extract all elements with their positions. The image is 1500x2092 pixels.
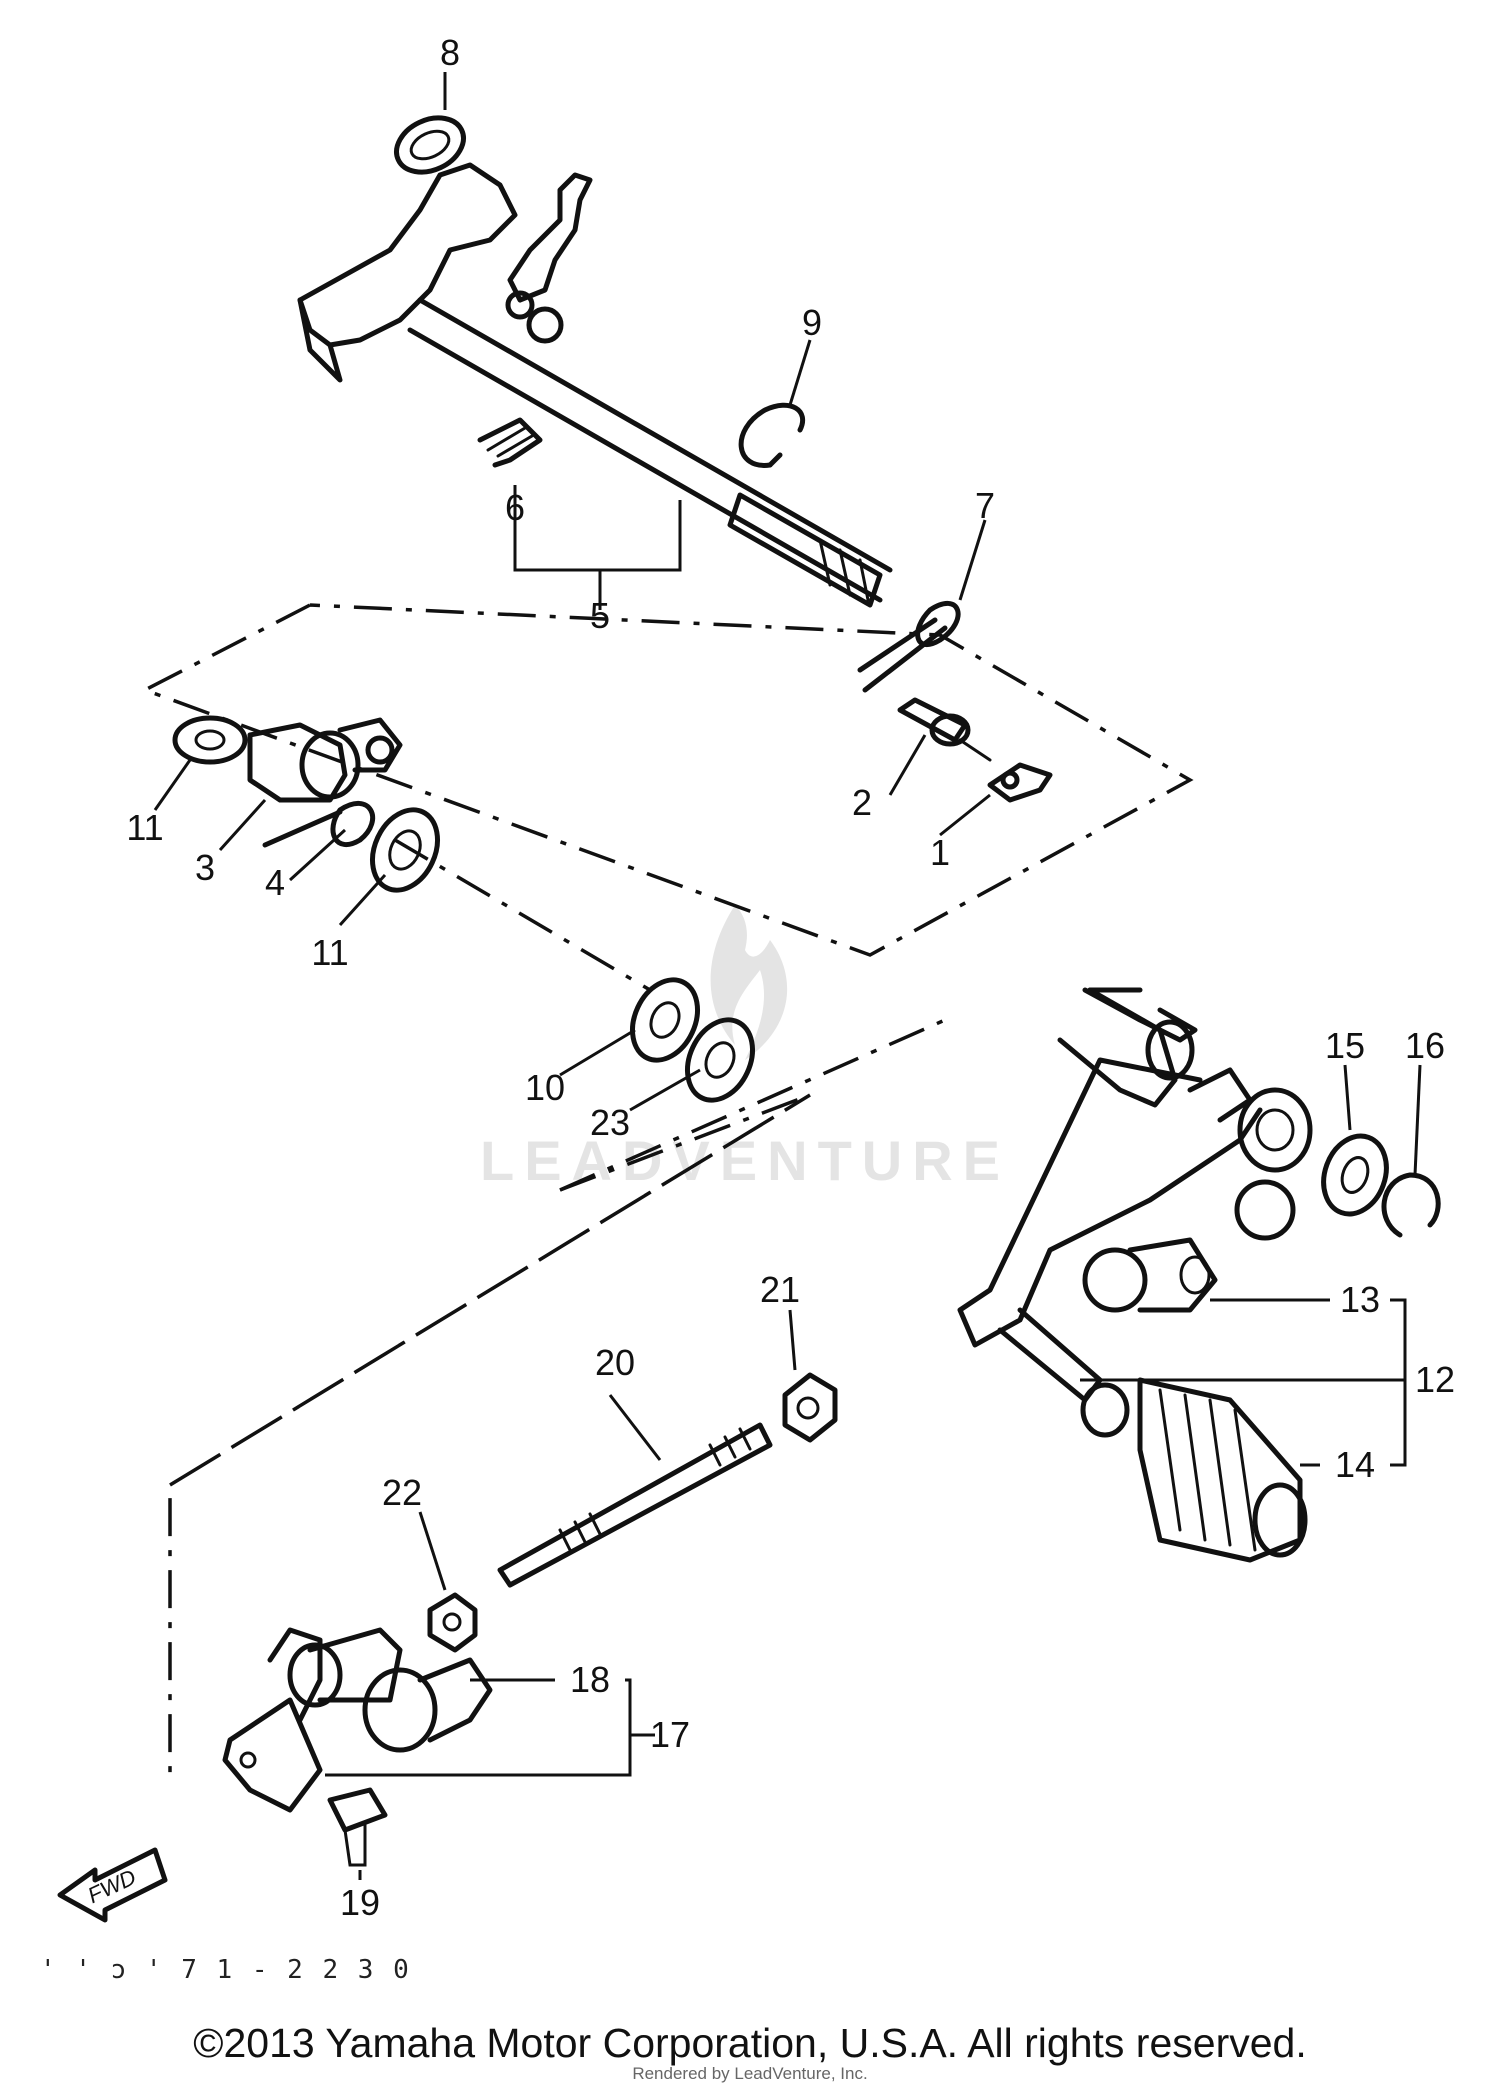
callout-18: 18 — [570, 1659, 610, 1700]
callout-15: 15 — [1325, 1025, 1365, 1066]
nut-22 — [427, 1592, 478, 1653]
callout-20: 20 — [595, 1342, 635, 1383]
washer-23 — [685, 1017, 755, 1103]
washer-1 — [987, 762, 1053, 803]
callout-9: 9 — [802, 302, 822, 343]
callout-11a: 11 — [126, 807, 163, 848]
callout-13: 13 — [1340, 1279, 1380, 1320]
callout-1: 1 — [930, 832, 950, 873]
shift-shaft-assembly — [297, 162, 893, 608]
washer-11b — [370, 807, 440, 893]
fwd-arrow: FWD — [57, 1847, 168, 1923]
callout-14: 14 — [1335, 1444, 1375, 1485]
copyright-notice: ©2013 Yamaha Motor Corporation, U.S.A. A… — [193, 2020, 1307, 2066]
callout-3: 3 — [195, 847, 215, 888]
bolt-19 — [327, 1787, 388, 1867]
assembly-outlines — [140, 603, 1194, 1780]
callout-7: 7 — [975, 485, 995, 526]
circlip-16 — [1381, 1172, 1441, 1238]
callout-4: 4 — [265, 862, 285, 903]
callout-21: 21 — [760, 1269, 800, 1310]
rubber-14 — [1137, 1377, 1308, 1563]
leader-lines — [153, 72, 1422, 1880]
ball-joint-18 — [287, 1627, 493, 1753]
spring-7 — [857, 601, 961, 693]
callout-23: 23 — [590, 1102, 630, 1143]
callouts: 1 2 3 4 5 6 7 8 9 10 11 11 12 13 14 15 1… — [126, 32, 1455, 1923]
callout-11b: 11 — [311, 932, 348, 973]
joint-17 — [222, 1627, 323, 1813]
pivot-13 — [1082, 1237, 1218, 1313]
rendered-by-credit: Rendered by LeadVenture, Inc. — [632, 2064, 868, 2083]
callout-19: 19 — [340, 1882, 380, 1923]
callout-6: 6 — [505, 487, 525, 528]
callout-16: 16 — [1405, 1025, 1445, 1066]
callout-12: 12 — [1415, 1359, 1455, 1400]
shift-shaft-end — [1082, 987, 1198, 1081]
callout-2: 2 — [852, 782, 872, 823]
nut-21 — [782, 1372, 838, 1443]
callout-22: 22 — [382, 1472, 422, 1513]
callout-5: 5 — [590, 595, 610, 636]
callout-17: 17 — [650, 1714, 690, 1755]
shift-rod-20 — [497, 1422, 773, 1588]
diagram-code: ' ' ɔ ' 7 1 - 2 2 3 0 — [40, 1955, 411, 1985]
bolt-2 — [897, 697, 992, 762]
watermark-text: LEADVENTURE — [480, 1129, 1010, 1192]
watermark: LEADVENTURE — [480, 905, 1010, 1192]
callout-10: 10 — [525, 1067, 565, 1108]
circlip-9 — [738, 402, 805, 468]
shift-pedal-12 — [957, 987, 1313, 1438]
shift-arm-3 — [172, 715, 403, 803]
callout-8: 8 — [440, 32, 460, 73]
washer-15 — [1321, 1133, 1389, 1217]
washer-10 — [630, 977, 700, 1063]
spring-4 — [262, 801, 376, 848]
circlip-8 — [394, 115, 466, 175]
